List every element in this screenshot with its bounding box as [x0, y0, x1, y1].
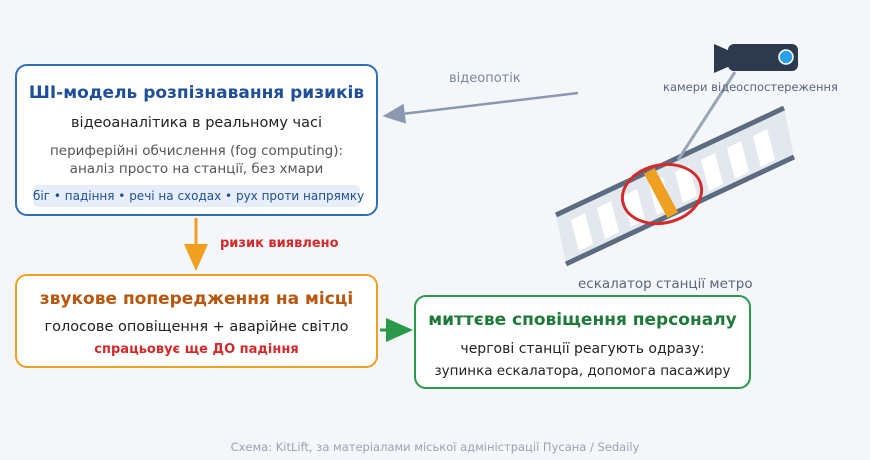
cameras-label: камери відеоспостереження [663, 80, 838, 94]
notify-box-line1: чергові станції реагують одразу: [460, 341, 705, 357]
video-stream-label: відеопотік [449, 71, 521, 86]
notify-box-line2: зупинка ескалатора, допомога пасажиру [434, 363, 731, 379]
staff-notification-box: миттєве сповіщення персоналу чергові ста… [414, 295, 751, 389]
ai-box-title: ШІ-модель розпізнавання ризиків [28, 83, 365, 103]
risk-types-tags: біг • падіння • речі на сходах • рух про… [33, 185, 364, 207]
risk-detected-label: ризик виявлено [220, 236, 339, 251]
warning-box-subtitle: голосове оповіщення + аварійне світло [44, 319, 349, 335]
risk-highlight-circle [620, 162, 704, 226]
notify-box-title: миттєве сповіщення персоналу [428, 310, 737, 330]
warning-box-title: звукове попередження на місці [39, 289, 354, 309]
person-figure [643, 168, 679, 218]
ai-box-subtitle: відеоаналітика в реальному часі [71, 115, 322, 131]
warning-box-emphasis: спрацьовує ще ДО падіння [94, 342, 299, 357]
ai-box-note-line1: периферійні обчислення (fog computing): [49, 143, 344, 159]
footer-credit: Схема: KitLift, за матеріалами міської а… [230, 440, 640, 454]
onsite-warning-box: звукове попередження на місці голосове о… [15, 274, 378, 368]
video-stream-arrow [382, 91, 579, 124]
ai-model-box: ШІ-модель розпізнавання ризиків відеоана… [15, 64, 378, 216]
camera-icon [714, 44, 798, 73]
escalator-illustration [554, 71, 796, 267]
escalator-label: ескалатор станції метро [578, 276, 753, 292]
ai-box-note-line2: аналіз просто на станції, без хмари [69, 161, 324, 177]
